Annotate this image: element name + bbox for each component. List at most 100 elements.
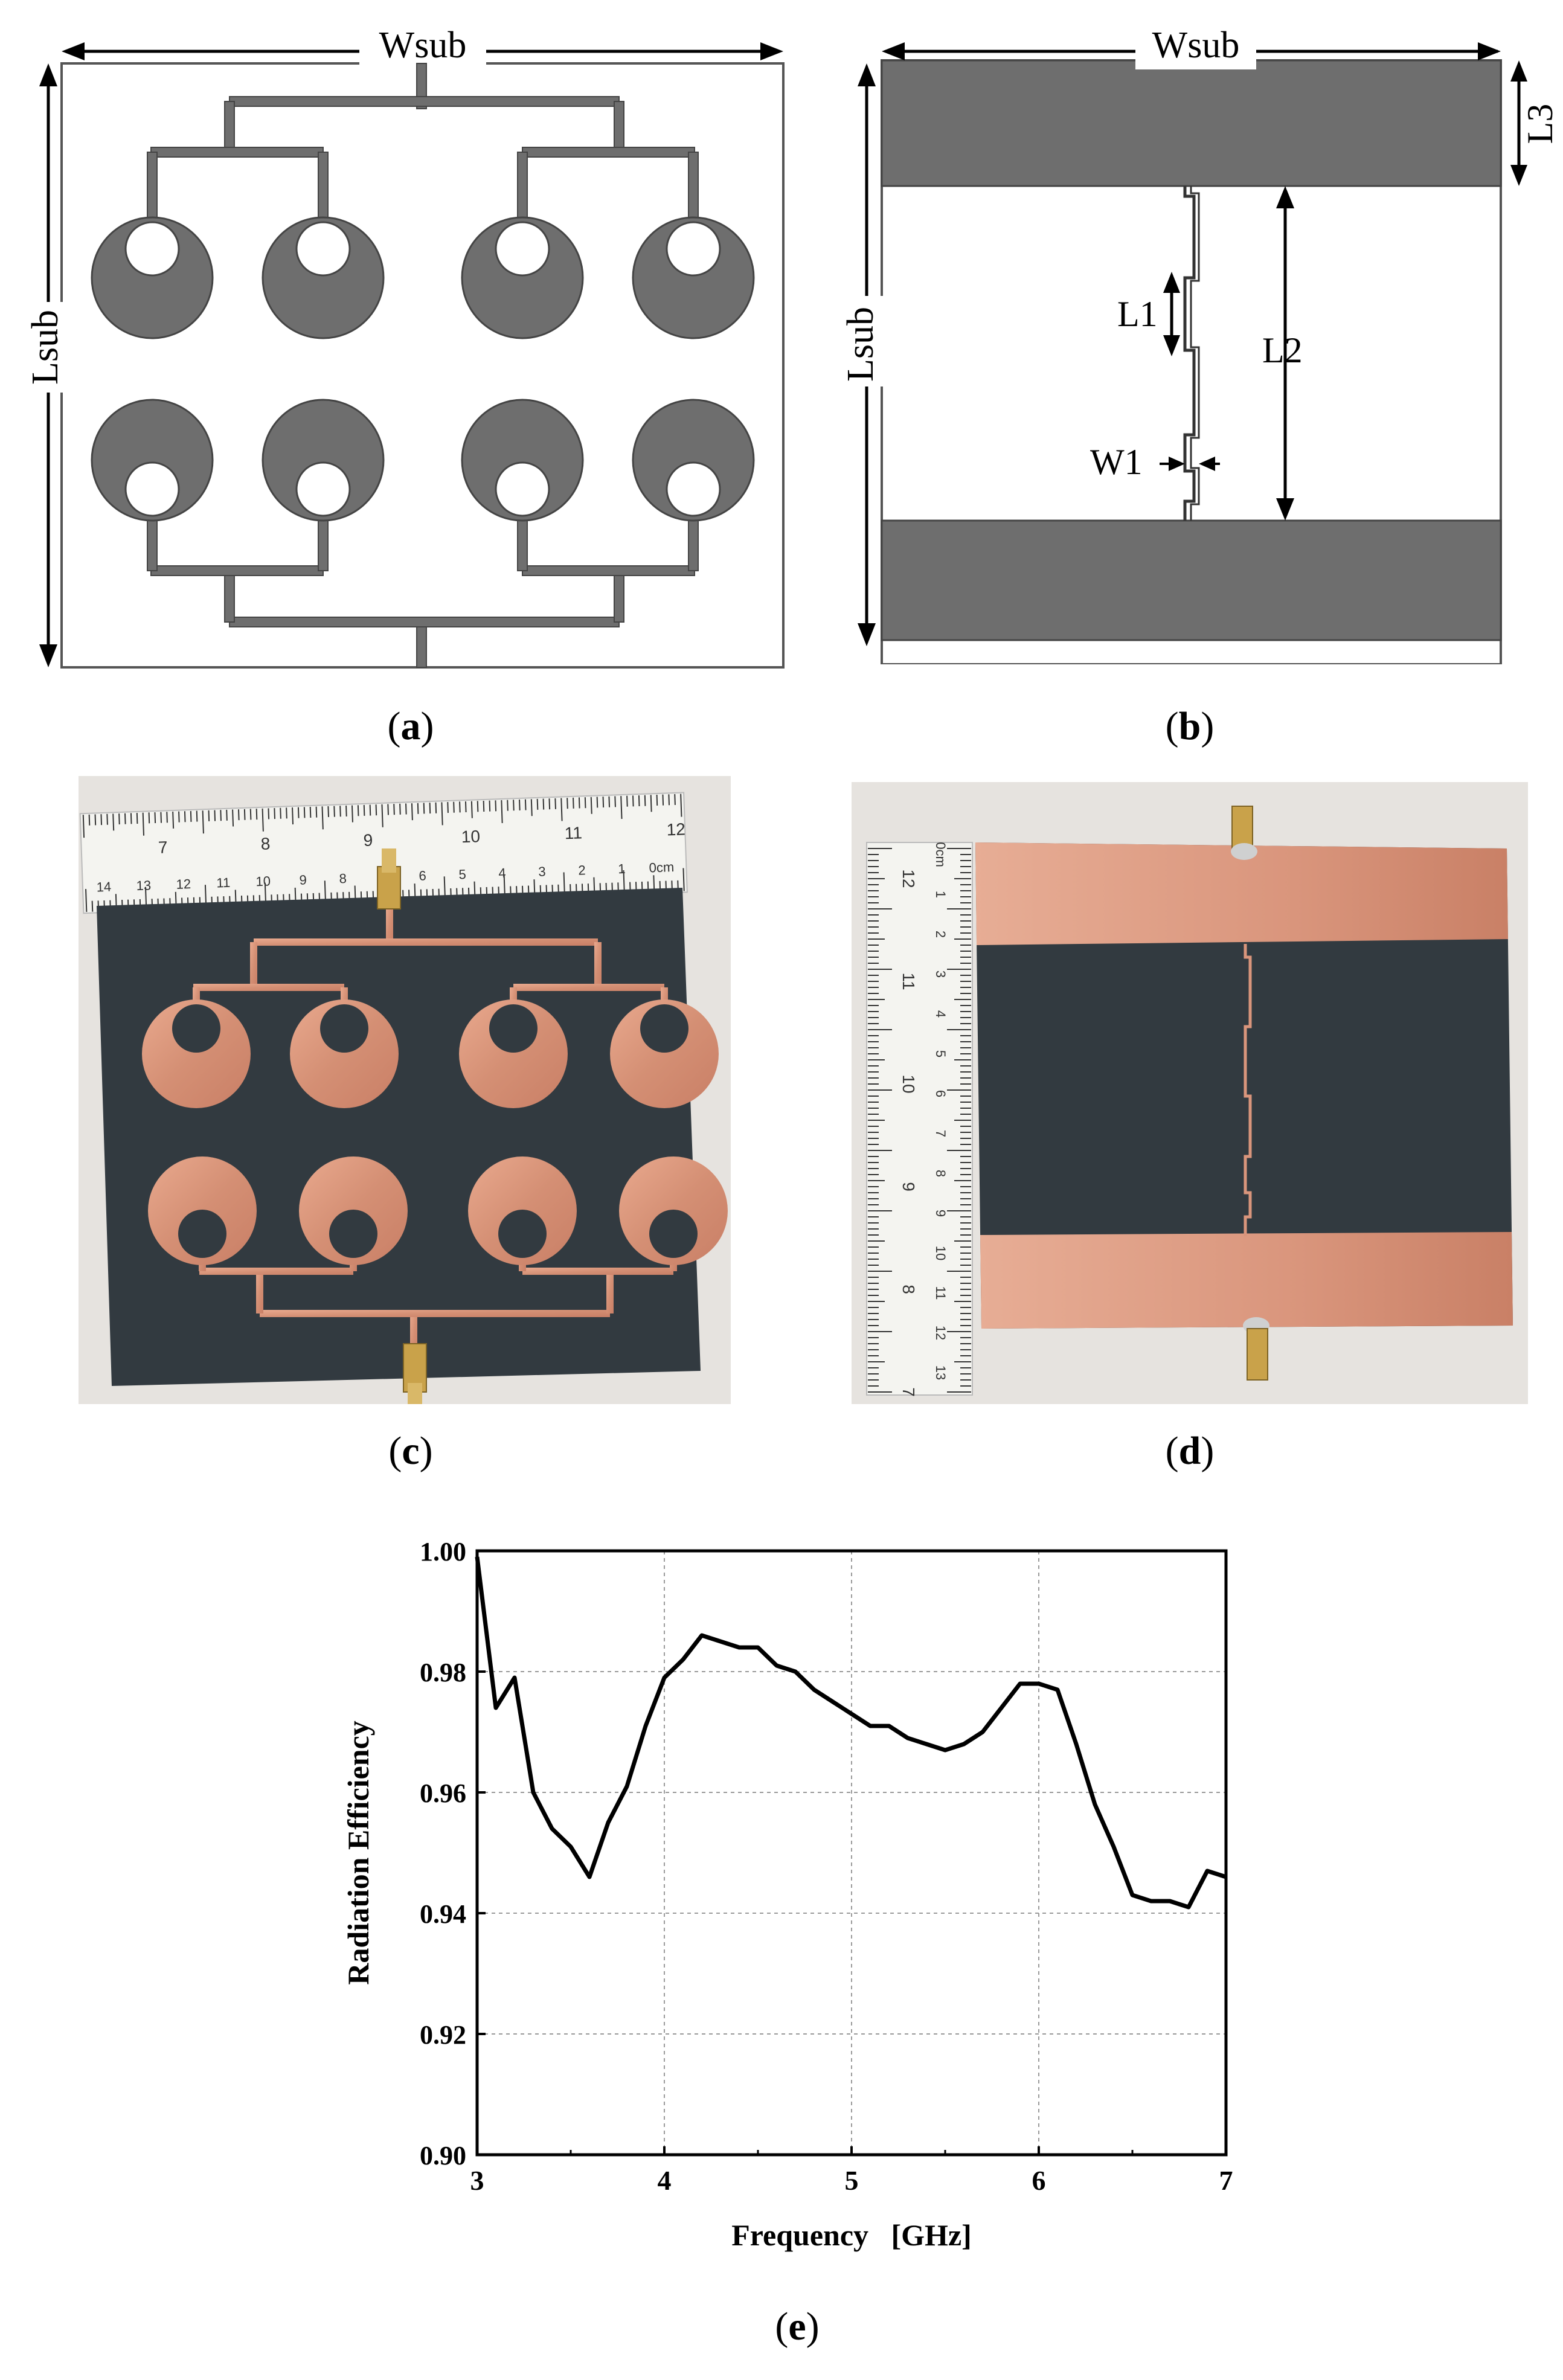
y-tick-label: 0.94	[420, 1899, 466, 1929]
ruler-tick	[548, 798, 551, 810]
ruler-label: 13	[136, 877, 151, 893]
ruler-tick	[333, 806, 335, 817]
ruler-tick	[573, 797, 574, 809]
pcb-board-front	[97, 888, 701, 1386]
panel-a-caption: (a)	[387, 704, 434, 748]
l3-arrow-top	[1510, 60, 1527, 82]
ruler-label: 9	[363, 830, 373, 850]
wsub-arrow-right	[760, 42, 783, 60]
patch-hole	[124, 461, 180, 517]
sma-connector-top	[377, 848, 401, 909]
x-tick-label: 4	[658, 2165, 672, 2196]
ruler-tick	[274, 808, 275, 820]
lsub-b-arrow-bottom	[858, 623, 876, 646]
ruler-tick	[524, 799, 527, 810]
ruler-tick	[441, 802, 443, 826]
ruler-tick	[136, 813, 138, 824]
ruler-tick	[650, 795, 652, 812]
ruler-label: 13	[933, 1365, 948, 1380]
ruler-label: 9	[933, 1210, 948, 1217]
ruler-tick	[292, 807, 294, 825]
ring-patch	[632, 399, 755, 522]
ring-patch	[262, 216, 385, 339]
feed-line	[522, 147, 695, 158]
feed-line	[260, 1310, 610, 1317]
w1-arrow-right	[1199, 457, 1215, 471]
stepped-slot-photo	[1244, 944, 1252, 1236]
ruler-label: 3	[538, 864, 546, 879]
ruler-tick	[560, 798, 563, 821]
panel-c-caption: (c)	[388, 1429, 433, 1473]
ring-patch-photo	[142, 999, 251, 1108]
ruler-tick	[590, 797, 592, 814]
ruler-label: 5	[933, 1050, 948, 1057]
ruler-label: 11	[899, 972, 918, 990]
ring-patch-photo	[290, 999, 399, 1108]
ring-patch	[262, 399, 385, 522]
l2-arrow-top	[1276, 186, 1294, 208]
ruler-label: 9	[299, 872, 307, 887]
wsub-arrow-left	[62, 42, 85, 60]
wsub-b-arrow-left	[882, 42, 905, 60]
ruler-tick	[357, 805, 359, 816]
sma-connector-d-bottom	[1243, 1317, 1269, 1381]
ruler-label: 8	[933, 1170, 948, 1177]
feed-line	[224, 101, 235, 153]
lsub-b-arrow-top	[858, 63, 876, 86]
ruler-label: 5	[458, 867, 466, 882]
feed-line	[513, 984, 664, 991]
sma-connector-d-top	[1231, 806, 1257, 860]
copper-strip-bottom	[980, 1232, 1513, 1329]
ruler-tick	[495, 800, 497, 812]
y-tick-label: 0.90	[420, 2141, 466, 2170]
feed-network	[147, 63, 699, 668]
ruler-tick	[297, 807, 300, 818]
ruler-tick	[656, 794, 658, 806]
feed-line	[614, 570, 624, 623]
lsub-arrow-bottom	[39, 644, 57, 667]
feed-line	[254, 938, 598, 946]
ruler-tick	[584, 797, 586, 809]
ring-patch-photo	[459, 999, 568, 1108]
patch-hole	[295, 221, 351, 277]
ruler-tick	[602, 797, 605, 808]
ruler-tick	[417, 803, 419, 814]
ruler-label: 11	[216, 875, 231, 891]
patch-hole	[666, 221, 721, 277]
x-tick-label: 5	[845, 2165, 859, 2196]
ruler-tick	[519, 799, 521, 810]
ruler-label: 10	[255, 873, 271, 889]
x-tick-label: 6	[1032, 2165, 1046, 2196]
ruler-tick	[286, 807, 287, 819]
ring-patches-photo	[142, 999, 728, 1265]
ruler-tick	[369, 804, 371, 816]
ruler-label: 10	[933, 1246, 948, 1260]
patch-hole-photo	[498, 1210, 547, 1258]
l1-arrow-top	[1163, 272, 1180, 293]
ruler-label: 0cm	[933, 842, 948, 867]
patch-hole-photo	[172, 1004, 220, 1053]
panel-a-schematic: Wsub Lsub	[25, 25, 785, 669]
ruler-tick	[118, 813, 120, 825]
ruler-tick	[566, 798, 568, 809]
ring-patches	[91, 216, 755, 522]
panel-c-photo: 78910111214131211109876543210cm	[79, 776, 731, 1404]
patch-hole-photo	[320, 1004, 368, 1053]
ring-patch-photo	[610, 999, 719, 1108]
ring-patch	[632, 216, 755, 339]
ruler-label: 7	[158, 838, 168, 857]
ruler-label: 6	[419, 868, 426, 883]
ruler-tick	[130, 813, 132, 824]
l2-label: L2	[1262, 330, 1303, 370]
l1-label: L1	[1117, 294, 1158, 334]
ruler-label: 10	[461, 827, 480, 846]
ruler-tick	[106, 813, 108, 825]
ruler-tick	[682, 868, 685, 891]
ruler-label: 9	[899, 1182, 918, 1192]
ruler-tick	[501, 800, 503, 823]
plot-frame	[475, 1549, 1228, 2157]
feed-line	[594, 942, 602, 987]
panel-d-caption: (d)	[1165, 1429, 1215, 1473]
